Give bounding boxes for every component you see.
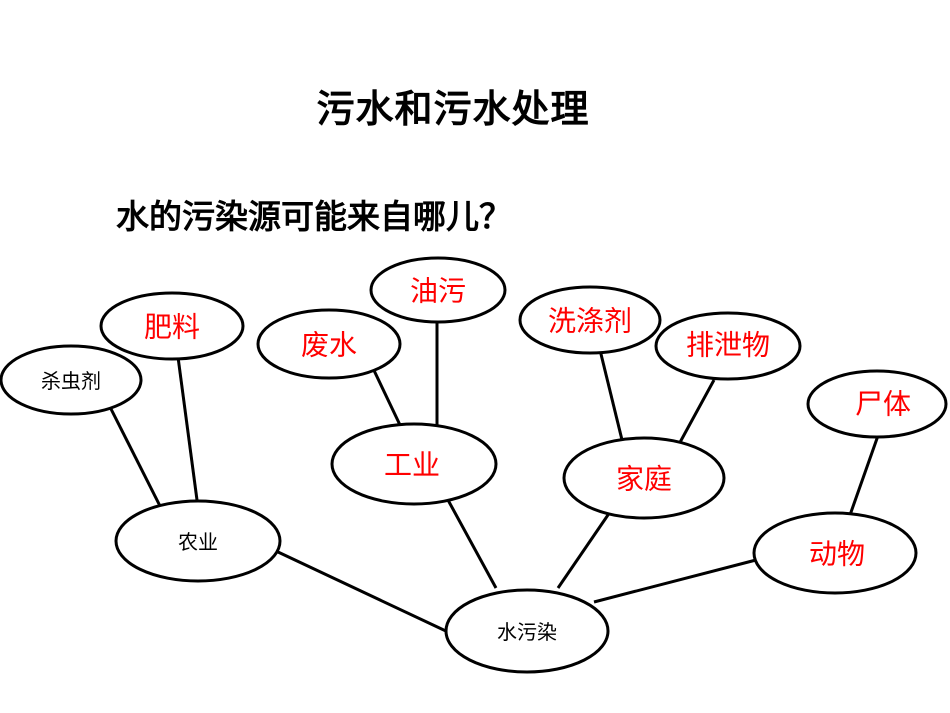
node-root-label: 水污染 bbox=[497, 620, 557, 644]
edge-industry-wastewater bbox=[368, 361, 402, 426]
node-excrement-shape bbox=[654, 311, 802, 381]
node-agriculture-shape bbox=[114, 499, 282, 583]
node-carcass-shape bbox=[806, 369, 948, 439]
diagram-nodes bbox=[0, 256, 948, 674]
diagram-edges bbox=[106, 320, 882, 634]
edge-agriculture-pesticide bbox=[106, 402, 162, 507]
node-industry-label: 工业 bbox=[384, 449, 440, 482]
node-pesticide-label: 杀虫剂 bbox=[41, 369, 101, 393]
slide-title: 污水和污水处理 bbox=[316, 87, 590, 131]
node-excrement-label: 排泄物 bbox=[686, 329, 770, 362]
node-wastewater-label: 废水 bbox=[301, 329, 357, 362]
node-pesticide-shape bbox=[0, 344, 143, 416]
node-household-shape bbox=[562, 436, 726, 520]
edge-root-industry bbox=[446, 499, 498, 589]
node-detergent-shape bbox=[518, 285, 662, 355]
edge-household-detergent bbox=[598, 349, 625, 445]
slide-question: 水的污染源可能来自哪儿？ bbox=[116, 197, 512, 236]
node-fertilizer-label: 肥料 bbox=[144, 311, 200, 344]
node-industry-shape bbox=[330, 422, 498, 506]
edge-agriculture-fertilizer bbox=[176, 356, 199, 501]
edge-household-excrement bbox=[676, 379, 716, 447]
node-animal-label: 动物 bbox=[809, 538, 865, 571]
node-oil-label: 油污 bbox=[410, 275, 466, 308]
diagram-labels: 水污染 农业 杀虫剂 肥料 工业 废水 油污 家庭 洗涤剂 排泄物 动物 尸体 bbox=[41, 275, 911, 645]
node-animal-shape bbox=[752, 511, 918, 595]
node-detergent-label: 洗涤剂 bbox=[548, 305, 632, 338]
node-agriculture-label: 农业 bbox=[178, 530, 218, 554]
node-root-shape bbox=[444, 588, 610, 674]
edge-root-animal bbox=[593, 558, 757, 604]
node-wastewater-shape bbox=[256, 308, 402, 380]
node-fertilizer-shape bbox=[99, 291, 245, 361]
edge-root-agriculture bbox=[277, 550, 449, 634]
node-oil-shape bbox=[369, 256, 507, 324]
edge-animal-carcass bbox=[848, 429, 882, 516]
node-carcass-label: 尸体 bbox=[855, 388, 911, 421]
node-household-label: 家庭 bbox=[616, 463, 672, 496]
edge-root-household bbox=[556, 511, 612, 589]
